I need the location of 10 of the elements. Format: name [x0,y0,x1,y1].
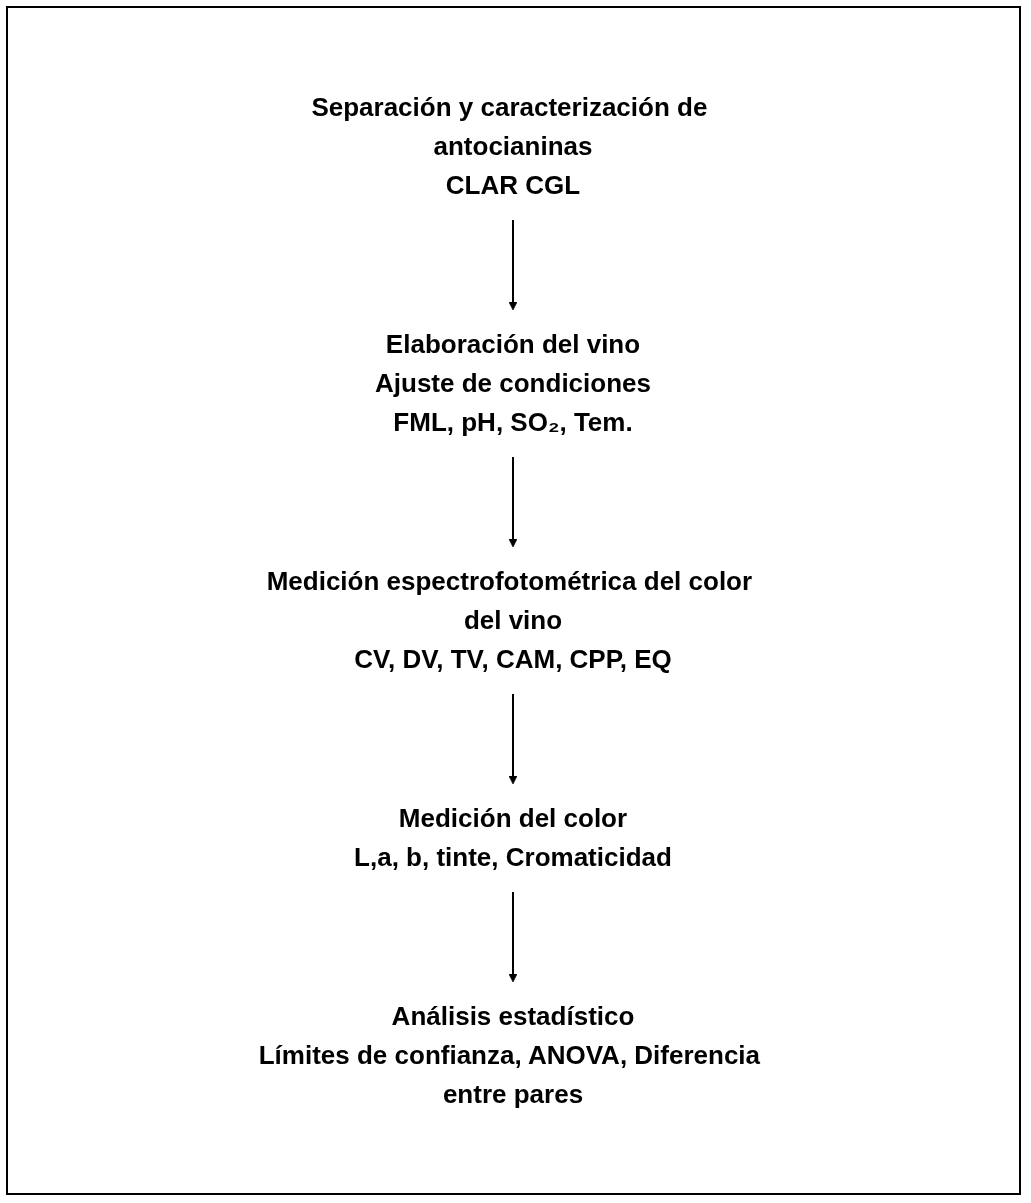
node-text: Análisis estadístico Límites de confianza, ANOVA, Diferencia entre pares [259,1000,761,1109]
node-text: Elaboración del vino Ajuste de condiciones FML, pH, SO₂, Tem. [375,328,652,437]
node-text: Separación y caracterización de antocianinas CLAR CGL [311,91,708,200]
node-text: Medición del color L,a, b, tinte, Cromaticidad [354,802,673,872]
arrow [509,692,518,784]
node-text: Medición espectrofotométrica del color del vino CV, DV, TV, CAM, CPP, EQ [267,565,753,674]
arrow [509,890,518,982]
page-border: Separación y caracterización de antocianinas CLAR CGL Elaboración del vino Ajuste de condiciones FML, pH, SO₂, Tem. Medición espectrofotométrica del color del vino CV, DV, TV, CAM, CPP, EQ Medición del color L,a, b, tinte, Cromaticidad Análisis estadístico Límites de confianza, ANOVA, Diferencia entre pares [6,6,1021,1195]
arrow [509,455,518,547]
arrow [509,218,518,310]
